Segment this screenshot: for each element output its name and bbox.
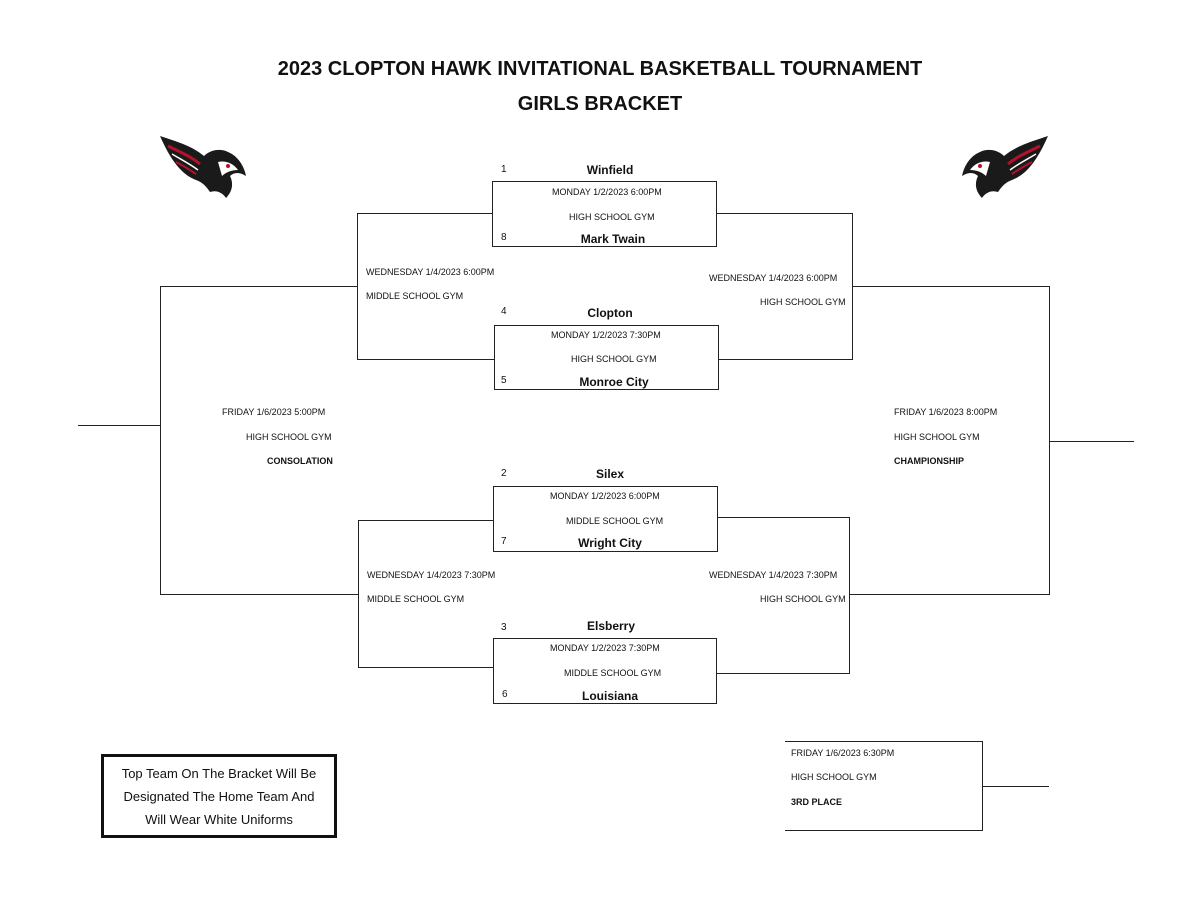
game-venue: MIDDLE SCHOOL GYM bbox=[367, 594, 465, 604]
game-time: MONDAY 1/2/2023 7:30PM bbox=[551, 330, 661, 340]
game-time: FRIDAY 1/6/2023 6:30PM bbox=[791, 748, 895, 758]
bracket-line bbox=[1049, 441, 1134, 442]
game-time: MONDAY 1/2/2023 6:00PM bbox=[552, 187, 662, 197]
seed-number: 6 bbox=[502, 689, 508, 700]
home-team-note: Top Team On The Bracket Will Be Designat… bbox=[101, 754, 337, 838]
seed-number: 2 bbox=[501, 468, 507, 479]
hawk-icon bbox=[160, 136, 246, 198]
game-box-3 bbox=[493, 486, 718, 552]
page-title: 2023 CLOPTON HAWK INVITATIONAL BASKETBAL… bbox=[277, 58, 923, 80]
team-name: Louisiana bbox=[581, 689, 639, 703]
game-venue: HIGH SCHOOL GYM bbox=[571, 354, 657, 364]
bracket-line bbox=[849, 517, 850, 674]
seed-number: 5 bbox=[501, 375, 507, 386]
bracket-line bbox=[785, 830, 983, 831]
game-venue: HIGH SCHOOL GYM bbox=[760, 594, 846, 604]
game-time: MONDAY 1/2/2023 6:00PM bbox=[550, 491, 660, 501]
game-box-4 bbox=[493, 638, 717, 704]
bracket-line bbox=[160, 286, 358, 287]
team-name: Wright City bbox=[578, 536, 642, 550]
team-name: Mark Twain bbox=[580, 232, 646, 246]
game-time: WEDNESDAY 1/4/2023 7:30PM bbox=[367, 570, 496, 580]
bracket-line bbox=[785, 741, 983, 742]
note-line: Will Wear White Uniforms bbox=[145, 811, 293, 827]
seed-number: 4 bbox=[501, 306, 507, 317]
game-time: WEDNESDAY 1/4/2023 6:00PM bbox=[709, 273, 838, 283]
bracket-line bbox=[160, 594, 359, 595]
note-line: Top Team On The Bracket Will Be bbox=[121, 765, 317, 781]
hawk-icon bbox=[962, 136, 1048, 198]
game-venue: HIGH SCHOOL GYM bbox=[760, 297, 846, 307]
game-time: FRIDAY 1/6/2023 5:00PM bbox=[222, 407, 326, 417]
game-box-2 bbox=[494, 325, 719, 390]
seed-number: 8 bbox=[501, 232, 507, 243]
third-place-label: 3RD PLACE bbox=[791, 797, 843, 807]
seed-number: 1 bbox=[501, 164, 507, 175]
seed-number: 7 bbox=[501, 536, 507, 547]
bracket-line bbox=[850, 594, 1050, 595]
game-venue: HIGH SCHOOL GYM bbox=[791, 772, 877, 782]
game-venue: MIDDLE SCHOOL GYM bbox=[366, 291, 464, 301]
bracket-line bbox=[358, 667, 493, 668]
game-time: WEDNESDAY 1/4/2023 6:00PM bbox=[366, 267, 495, 277]
game-venue: HIGH SCHOOL GYM bbox=[246, 432, 332, 442]
bracket-line bbox=[78, 425, 161, 426]
bracket-line bbox=[717, 213, 852, 214]
team-name: Winfield bbox=[586, 163, 634, 177]
bracket-line bbox=[719, 359, 852, 360]
game-time: WEDNESDAY 1/4/2023 7:30PM bbox=[709, 570, 838, 580]
team-name: Monroe City bbox=[579, 375, 649, 389]
game-venue: MIDDLE SCHOOL GYM bbox=[564, 668, 662, 678]
game-venue: MIDDLE SCHOOL GYM bbox=[566, 516, 664, 526]
bracket-line bbox=[160, 286, 161, 595]
bracket-line bbox=[1049, 286, 1050, 595]
bracket-line bbox=[358, 520, 493, 521]
consolation-label: CONSOLATION bbox=[267, 456, 333, 466]
team-name: Silex bbox=[595, 467, 625, 481]
seed-number: 3 bbox=[501, 622, 507, 633]
team-name: Clopton bbox=[587, 306, 633, 320]
bracket-line bbox=[852, 286, 1050, 287]
game-venue: HIGH SCHOOL GYM bbox=[569, 212, 655, 222]
championship-label: CHAMPIONSHIP bbox=[894, 456, 965, 466]
bracket-line bbox=[982, 786, 1049, 787]
bracket-line bbox=[357, 213, 492, 214]
game-time: FRIDAY 1/6/2023 8:00PM bbox=[894, 407, 998, 417]
team-name: Elsberry bbox=[586, 619, 636, 633]
page-subtitle: GIRLS BRACKET bbox=[517, 93, 683, 115]
game-venue: HIGH SCHOOL GYM bbox=[894, 432, 980, 442]
game-box-1 bbox=[492, 181, 717, 247]
bracket-line bbox=[357, 359, 494, 360]
bracket-line bbox=[717, 673, 850, 674]
game-time: MONDAY 1/2/2023 7:30PM bbox=[550, 643, 660, 653]
bracket-line bbox=[718, 517, 850, 518]
note-line: Designated The Home Team And bbox=[123, 788, 315, 804]
